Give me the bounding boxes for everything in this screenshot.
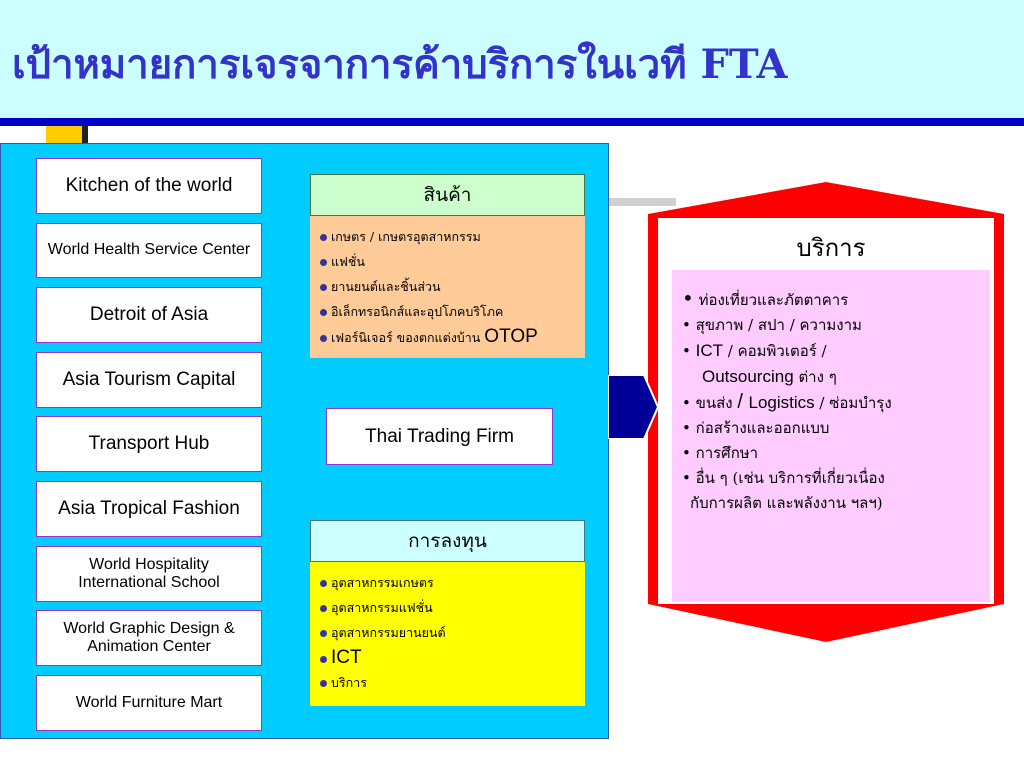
decor-dark-block [82, 126, 88, 146]
list-item: แฟชั่น [320, 249, 579, 274]
box-world-hospitality-international-school: World Hospitality International School [36, 546, 262, 602]
services-list: • ท่องเที่ยวและภัตตาคาร • สุขภาพ / สปา /… [682, 286, 986, 516]
box-thai-trading-firm: Thai Trading Firm [326, 408, 553, 465]
bullet-icon [320, 580, 327, 587]
box-kitchen-of-the-world: Kitchen of the world [36, 158, 262, 214]
box-transport-hub: Transport Hub [36, 416, 262, 472]
connector-bar [606, 198, 676, 206]
services-panel [672, 224, 990, 602]
list-item: อุตสาหกรรมแฟชั่น [320, 595, 579, 620]
list-item: • การศึกษา [682, 444, 759, 462]
products-heading: สินค้า [310, 174, 585, 216]
bullet-icon [320, 234, 327, 241]
bullet-icon [320, 335, 327, 342]
box-world-furniture-mart: World Furniture Mart [36, 675, 262, 731]
list-item: เฟอร์นิเจอร์ ของตกแต่งบ้าน OTOP [320, 324, 579, 349]
list-item-continued: กับการผลิต และพลังงาน ฯลฯ) [690, 494, 883, 512]
title-rule [0, 118, 1024, 126]
list-item: ยานยนต์และชิ้นส่วน [320, 274, 579, 299]
list-item-continued: Outsourcing ต่าง ๆ [702, 367, 837, 386]
bullet-icon [320, 656, 327, 663]
products-list: เกษตร / เกษตรอุตสาหกรรม แฟชั่น ยานยนต์แล… [310, 216, 585, 358]
list-item: อุตสาหกรรมเกษตร [320, 570, 579, 595]
services-heading: บริการ [672, 224, 990, 270]
page-title: เป้าหมายการเจรจาการค้าบริการในเวที FTA [12, 41, 788, 88]
arrow-right-icon [608, 375, 660, 439]
arrow-shape [608, 375, 660, 439]
investment-heading: การลงทุน [310, 520, 585, 562]
box-world-health-service-center: World Health Service Center [36, 223, 262, 278]
box-world-graphic-design-animation-center: World Graphic Design & Animation Center [36, 610, 262, 666]
list-item: บริการ [320, 670, 579, 695]
list-item: เกษตร / เกษตรอุตสาหกรรม [320, 224, 579, 249]
bullet-icon [320, 259, 327, 266]
decor-yellow-block [46, 126, 82, 146]
list-item: • ท่องเที่ยวและภัตตาคาร [682, 286, 849, 310]
bullet-icon [320, 680, 327, 687]
list-item: • ขนส่ง / Logistics / ซ่อมบำรุง [682, 391, 892, 413]
box-detroit-of-asia: Detroit of Asia [36, 287, 262, 343]
list-item: • ก่อสร้างและออกแบบ [682, 419, 830, 437]
box-asia-tropical-fashion: Asia Tropical Fashion [36, 481, 262, 537]
investment-list: อุตสาหกรรมเกษตร อุตสาหกรรมแฟชั่น อุตสาหก… [310, 562, 585, 706]
box-asia-tourism-capital: Asia Tourism Capital [36, 352, 262, 408]
bullet-icon [320, 605, 327, 612]
bullet-icon [320, 284, 327, 291]
bullet-icon [320, 630, 327, 637]
list-item: ICT [320, 645, 579, 670]
list-item: • อื่น ๆ (เช่น บริการที่เกี่ยวเนื่อง [682, 469, 885, 487]
title-bar [0, 0, 1024, 118]
list-item: • สุขภาพ / สปา / ความงาม [682, 316, 862, 334]
list-item: • ICT / คอมพิวเตอร์ / [682, 341, 827, 360]
bullet-icon [320, 309, 327, 316]
list-item: อิเล็กทรอนิกส์และอุปโภคบริโภค [320, 299, 579, 324]
list-item: อุตสาหกรรมยานยนต์ [320, 620, 579, 645]
